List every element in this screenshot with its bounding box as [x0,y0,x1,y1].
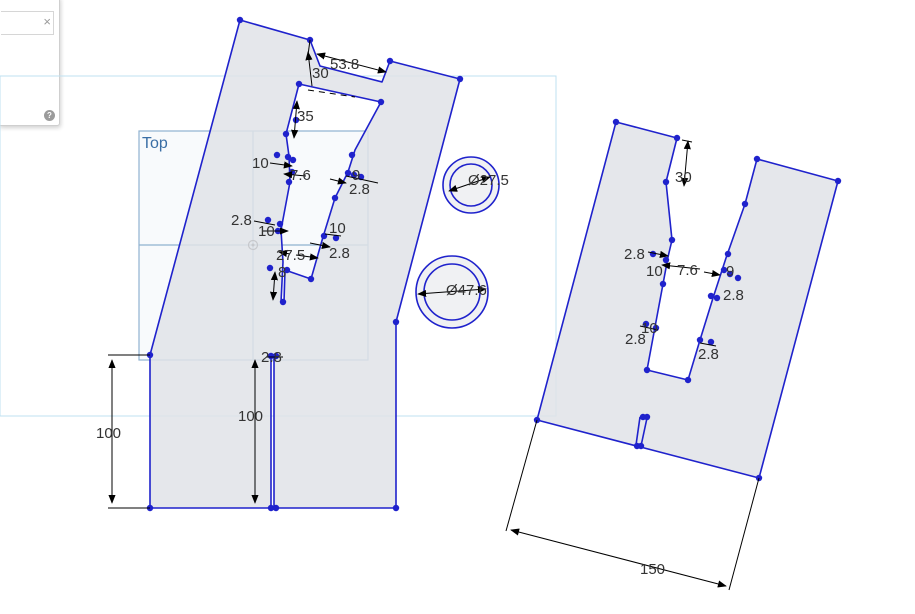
dim-circle2-dia: Ø47.6 [446,282,487,299]
plane-label: Top [142,135,168,152]
right-dimension-labels: 30 2.8 10 7.6 9 2.8 10 2.8 2.8 150 [624,169,744,578]
dim-left-2-8-a: 2.8 [349,181,370,198]
dim-left-7-6: 7.6 [290,167,311,184]
dim-right-width-150: 150 [640,561,665,578]
dim-left-10-c: 10 [329,220,346,237]
circle-27-5[interactable]: Ø27.5 [442,156,509,214]
close-icon[interactable]: × [43,14,51,29]
sketch-dialog-panel: × ? [0,0,60,126]
left-dimension-labels: 53.8 30 35 10 7.6 9 2.8 2.8 10 10 2.8 27… [96,56,370,442]
circle-47-6[interactable]: Ø47.6 [415,255,489,329]
dim-right-2-8-d: 2.8 [698,346,719,363]
dim-left-top-depth: 30 [312,65,329,82]
right-sketch-vertices[interactable] [533,118,842,482]
dim-circle1-dia: Ø27.5 [468,172,509,189]
right-dimensions[interactable] [505,139,760,591]
dim-left-8: 8 [278,264,286,281]
dim-left-27-5: 27.5 [276,247,305,264]
dim-right-top-depth: 30 [675,169,692,186]
dim-left-10-a: 10 [252,155,269,172]
dim-left-2-8-bottom: 2.8 [261,349,282,366]
dim-right-10-b: 10 [641,320,658,337]
dim-right-2-8-c: 2.8 [625,331,646,348]
left-sketch-vertices[interactable] [146,16,464,512]
dim-right-7-6: 7.6 [677,262,698,279]
dim-left-height-inner: 100 [238,408,263,425]
dim-left-9: 9 [352,167,360,184]
left-dimensions[interactable] [108,39,387,509]
dim-left-10-b: 10 [258,223,275,240]
dim-left-height-outer: 100 [96,425,121,442]
dim-left-2-8-b: 2.8 [329,245,350,262]
dim-left-slot-35: 35 [297,108,314,125]
dim-left-width: 53.8 [330,56,359,73]
dim-right-2-8-b: 2.8 [723,287,744,304]
dialog-text-field[interactable] [1,11,54,35]
help-icon[interactable]: ? [44,110,55,121]
dim-right-2-8-a: 2.8 [624,246,645,263]
dim-left-2-8-side: 2.8 [231,212,252,229]
dim-right-10: 10 [646,263,663,280]
dim-right-9: 9 [726,263,734,280]
